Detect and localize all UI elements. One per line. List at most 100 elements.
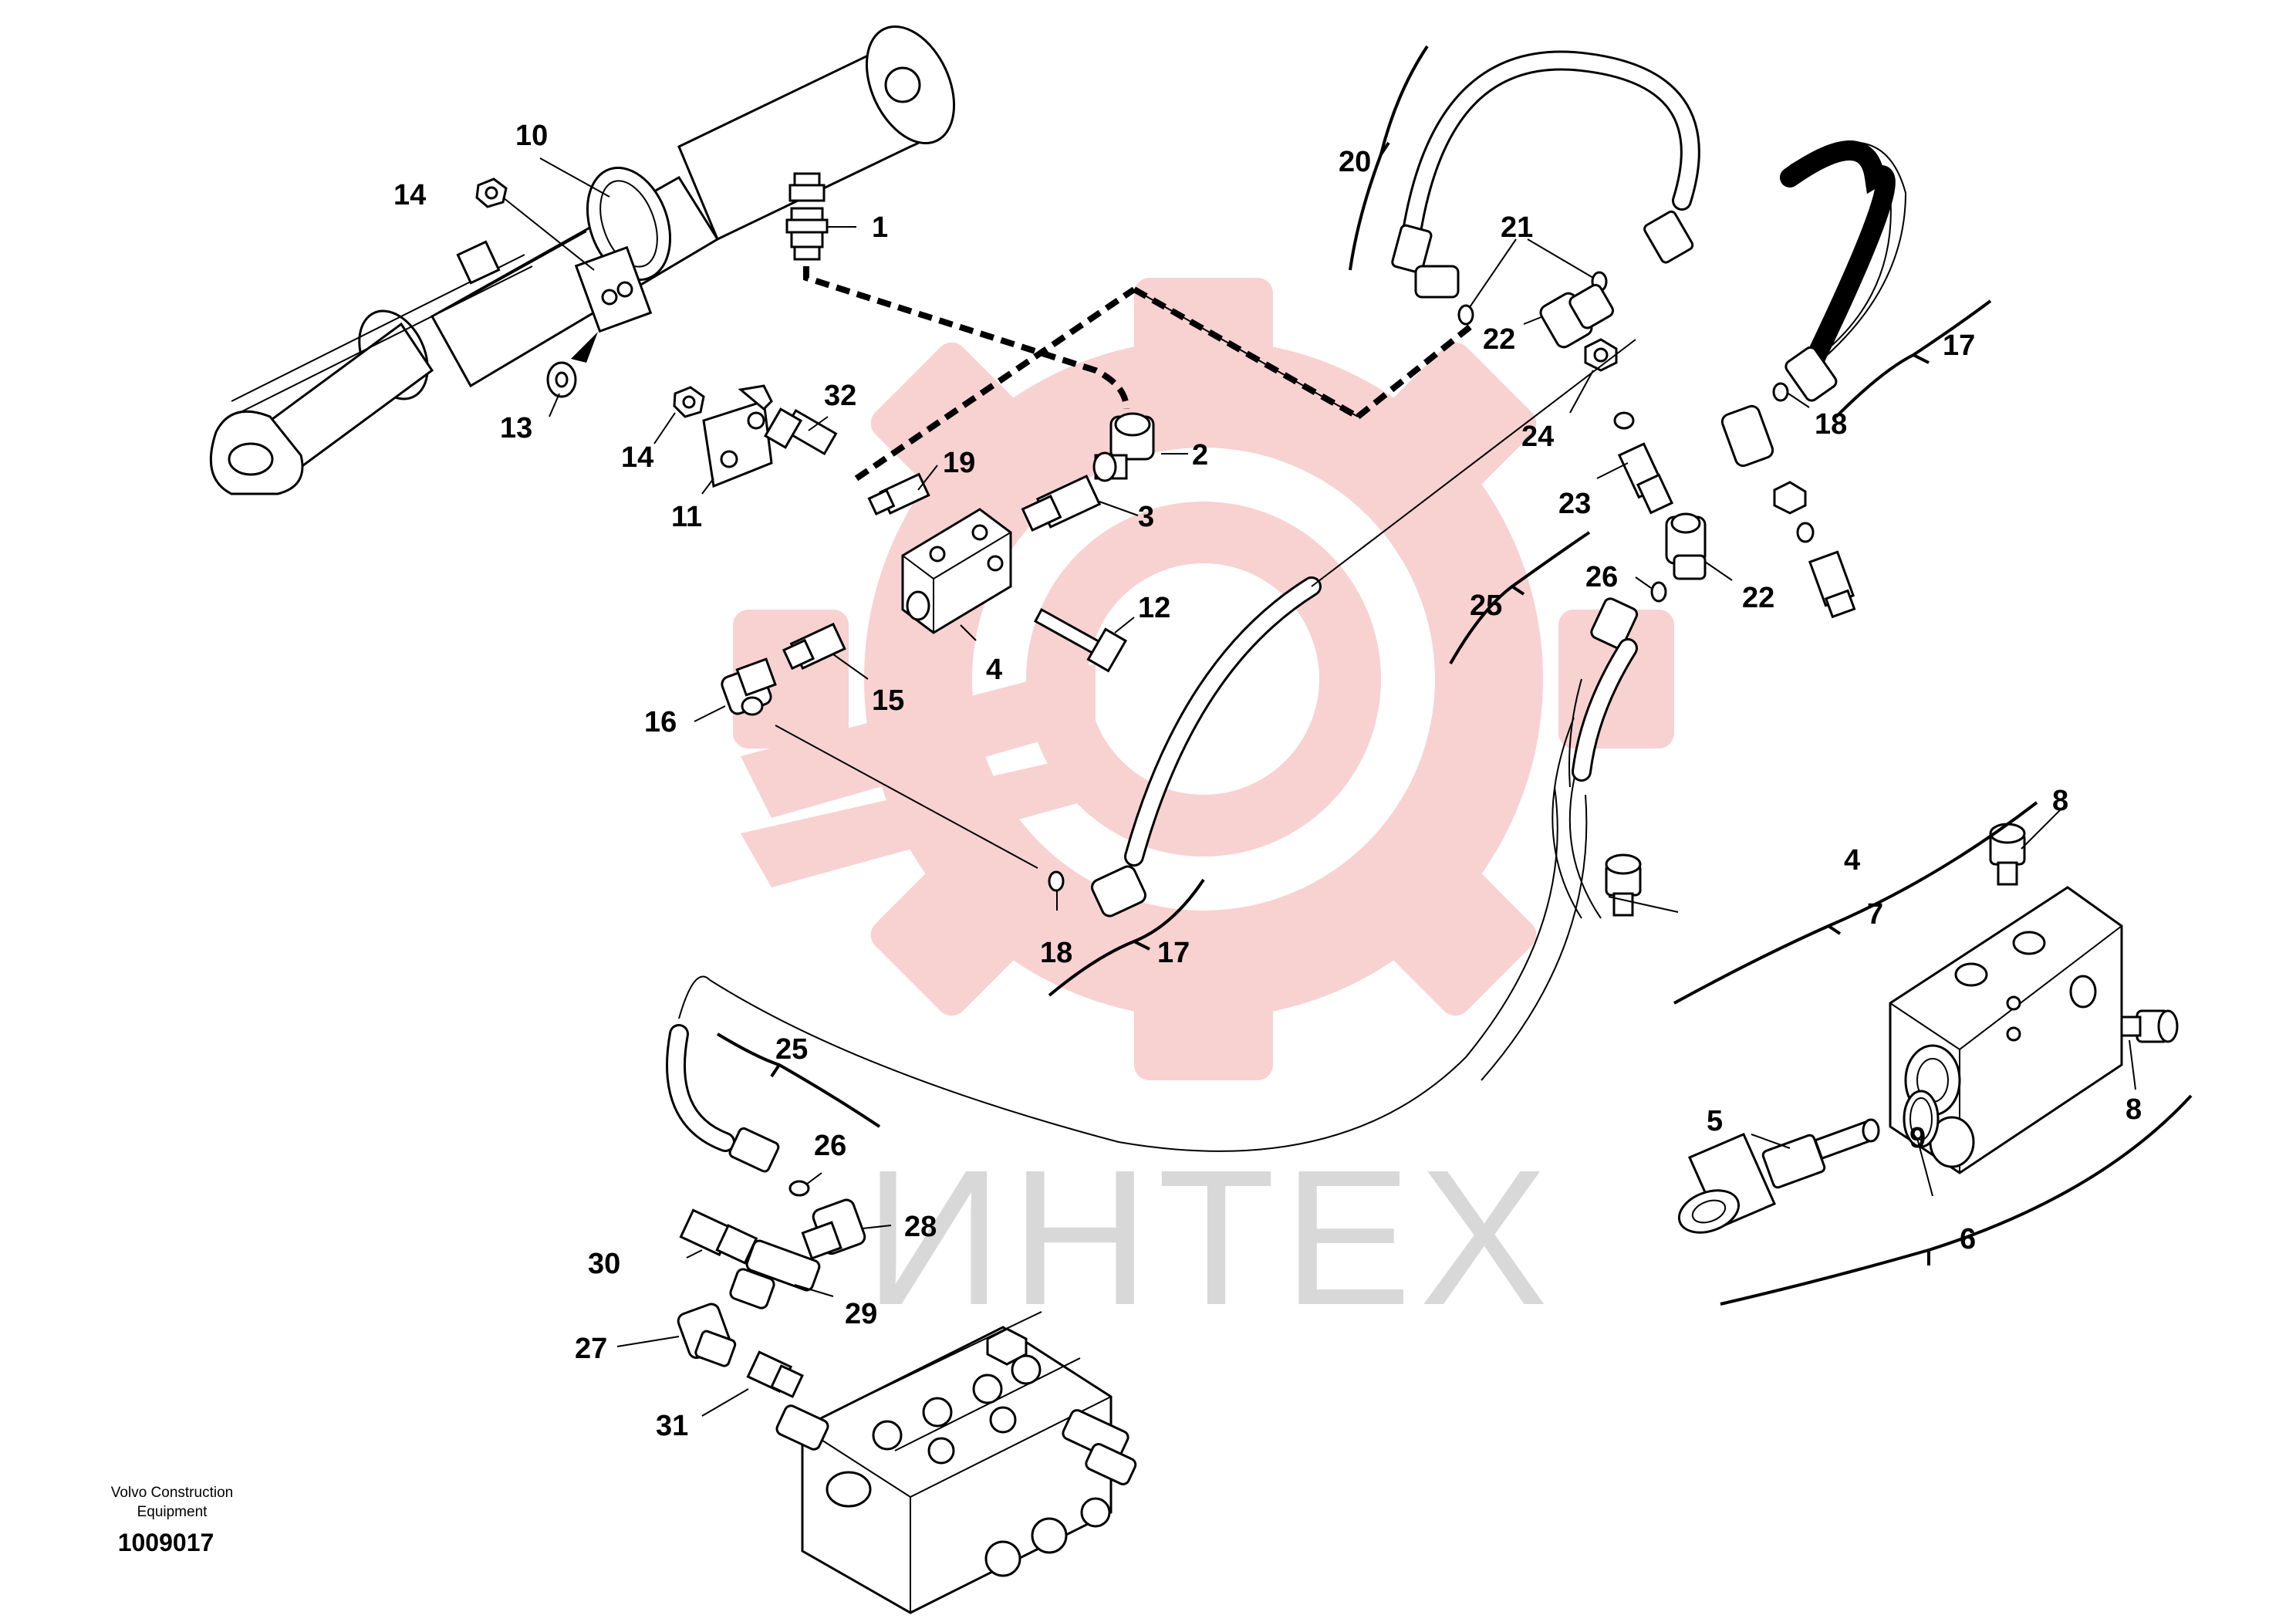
- callout-15: 15: [872, 684, 904, 717]
- plug-8-side: [2120, 1009, 2179, 1043]
- dashed-line-right: [1356, 321, 1476, 420]
- callout-4: 4: [986, 654, 1002, 686]
- fitting-23: [1617, 442, 1674, 515]
- bolt-12: [1033, 607, 1128, 673]
- hose-17-center: [1091, 339, 1636, 917]
- callout-25-right: 25: [1470, 590, 1502, 622]
- callout-30: 30: [588, 1248, 620, 1280]
- callout-2: 2: [1192, 439, 1208, 471]
- brace-25-bottom: [716, 1032, 881, 1128]
- brace-20: [1349, 45, 1429, 271]
- brace-6-detail: [1720, 1094, 2193, 1306]
- control-valve: [775, 1311, 1137, 1614]
- elbow-fitting-right: [1720, 404, 1856, 619]
- elbow-fitting-16: [721, 657, 777, 716]
- plug-7: [1605, 853, 1642, 917]
- o-ring-21a: [1457, 304, 1474, 326]
- watermark-text: ИНТЕХ: [864, 1130, 1555, 1345]
- callout-11: 11: [671, 501, 702, 533]
- drawing-number: 1009017: [118, 1529, 214, 1556]
- hex-nut-24: [1584, 338, 1618, 372]
- callout-22-top: 22: [1483, 323, 1515, 356]
- callout-23: 23: [1558, 488, 1591, 520]
- brace-17-center: [1048, 878, 1205, 997]
- o-ring-9: [1903, 1090, 1940, 1148]
- elbow-fitting-2: [1092, 412, 1155, 482]
- callout-28: 28: [904, 1211, 937, 1243]
- elbow-fitting-28: [801, 1198, 866, 1260]
- o-ring-23: [1613, 411, 1635, 430]
- callout-31: 31: [656, 1410, 688, 1442]
- callout-labels: 1 2 3 4 4 5 6 7 8 8 9 10 11 12 13 14 14 …: [393, 120, 2142, 1442]
- hex-nut-14-top: [475, 177, 508, 208]
- callout-4-detail: 4: [1844, 844, 1860, 877]
- callout-12: 12: [1138, 592, 1170, 624]
- hose-25: [666, 597, 1639, 1173]
- elbow-fitting-27: [677, 1303, 737, 1367]
- fitting-30: [679, 1208, 758, 1265]
- callout-20: 20: [1339, 146, 1371, 178]
- callout-13: 13: [500, 412, 532, 444]
- callout-14-top: 14: [393, 179, 426, 211]
- company-name-line2: Equipment: [137, 1504, 208, 1520]
- bolt-32: [763, 407, 838, 456]
- hose-20: [1391, 50, 1700, 299]
- adapter-fitting-3: [1021, 475, 1102, 532]
- callout-19: 19: [943, 447, 975, 479]
- company-name-line1: Volvo Construction: [111, 1485, 233, 1501]
- brace-25-right: [1449, 531, 1591, 664]
- elbow-fitting-22-top: [1539, 283, 1614, 349]
- hex-nut-14-mid: [673, 386, 705, 418]
- dashed-line-upper: [803, 266, 1129, 410]
- callout-18-right: 18: [1815, 408, 1847, 441]
- o-ring-26-bottom: [788, 1180, 810, 1197]
- callout-9: 9: [1909, 1122, 1926, 1154]
- callout-3: 3: [1138, 501, 1154, 533]
- callout-8-top: 8: [2052, 785, 2068, 817]
- callout-24: 24: [1521, 421, 1554, 453]
- dashed-line-lower: [854, 286, 1359, 482]
- callout-8-side: 8: [2125, 1093, 2142, 1126]
- leader-lines: [502, 157, 2136, 1417]
- fitting-1: [785, 207, 829, 261]
- callout-22-lower: 22: [1742, 582, 1774, 614]
- callout-10: 10: [515, 120, 548, 152]
- fitting-19: [867, 472, 930, 516]
- tee-fitting-29: [729, 1239, 821, 1309]
- o-ring-18-right: [1772, 382, 1789, 402]
- footer: Volvo Construction Equipment 1009017: [111, 1485, 233, 1556]
- hydraulic-cylinder: [209, 25, 956, 495]
- brace-4-detail: [1673, 801, 2038, 1005]
- callout-29: 29: [845, 1298, 877, 1330]
- callout-18-center: 18: [1040, 937, 1072, 969]
- callout-7: 7: [1867, 898, 1883, 931]
- bracket: [702, 384, 773, 488]
- quick-coupler-5: [1677, 1118, 1880, 1234]
- callout-26-top: 26: [1585, 561, 1618, 593]
- elbow-fitting-22-lower: [1665, 512, 1707, 580]
- callout-21: 21: [1501, 211, 1533, 244]
- callout-26-bottom: 26: [814, 1130, 846, 1162]
- callout-16: 16: [644, 706, 677, 738]
- valve-block: [901, 508, 1012, 634]
- brace-17-right: [1835, 299, 1992, 418]
- valve-block-detail: [1889, 886, 2123, 1174]
- washer-13: [546, 361, 577, 398]
- callout-27: 27: [575, 1333, 607, 1365]
- o-ring-26-top: [1650, 581, 1667, 603]
- callout-6: 6: [1960, 1223, 1976, 1255]
- callout-5: 5: [1707, 1105, 1723, 1137]
- hose-17-right: [1780, 140, 1907, 402]
- fitting-15: [782, 622, 846, 671]
- callout-17-center: 17: [1157, 937, 1190, 969]
- callout-17-right: 17: [1943, 329, 1975, 362]
- callout-32: 32: [824, 380, 856, 412]
- callout-14-mid: 14: [621, 441, 653, 474]
- o-ring-18-center: [1048, 870, 1065, 892]
- leader-16-18: [775, 725, 1038, 869]
- arrow-icon: [571, 332, 598, 363]
- fitting-31: [746, 1350, 804, 1398]
- callout-1: 1: [872, 211, 888, 244]
- callout-25-bottom: 25: [775, 1033, 808, 1066]
